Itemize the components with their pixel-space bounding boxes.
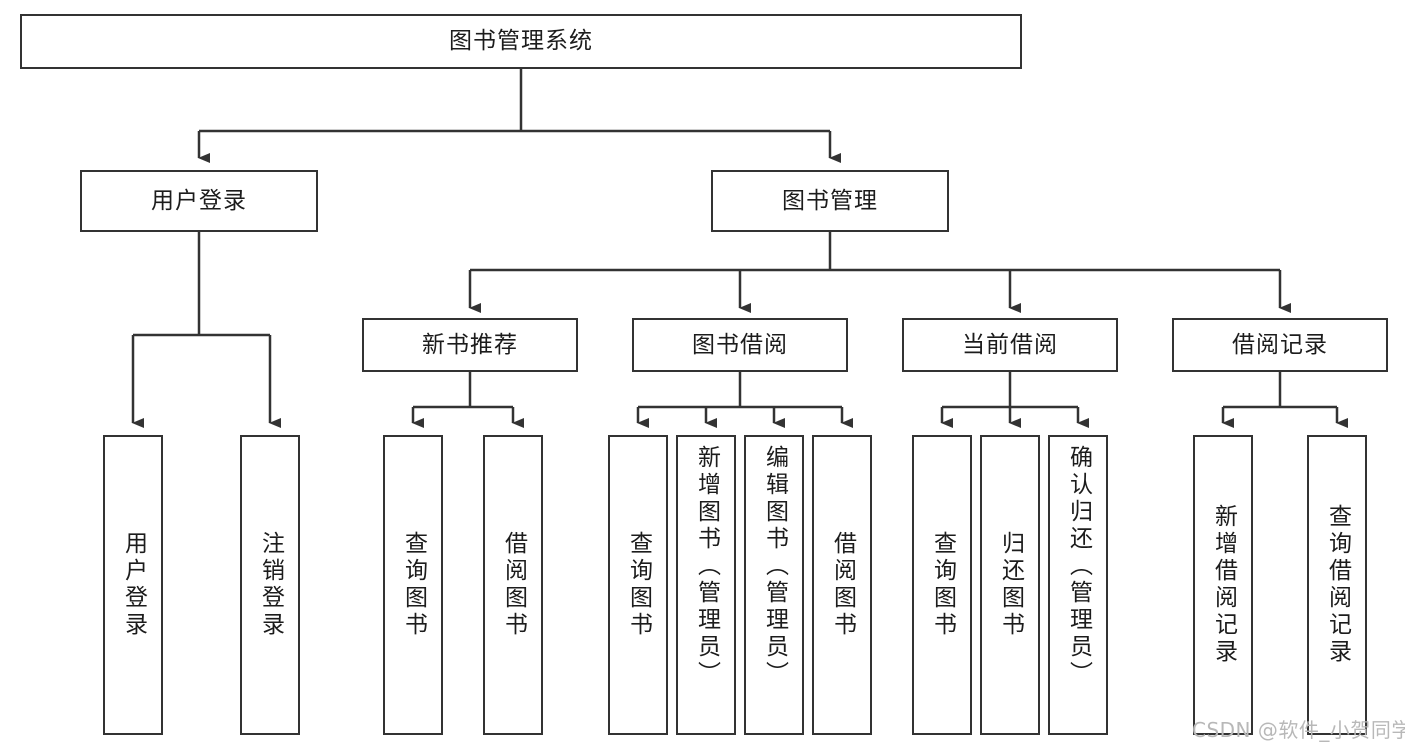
node-leaf-logout-label: 注销登录: [257, 531, 284, 639]
node-book-manage[interactable]: 图书管理: [711, 170, 949, 232]
node-leaf-borrow-book-rec-label: 借阅图书: [500, 531, 527, 639]
node-leaf-query-book-rec[interactable]: 查询图书: [383, 435, 443, 735]
node-leaf-query-borrow-record-label: 查询借阅记录: [1324, 504, 1351, 666]
node-leaf-confirm-return-label: 确认归还（管理员）: [1065, 445, 1092, 688]
node-leaf-query-book-current-label: 查询图书: [929, 531, 956, 639]
node-leaf-query-book-borrow[interactable]: 查询图书: [608, 435, 668, 735]
csdn-watermark: CSDN @软件_小贺同学: [1192, 718, 1405, 742]
node-leaf-edit-book[interactable]: 编辑图书（管理员）: [744, 435, 804, 735]
node-leaf-query-book-rec-label: 查询图书: [400, 531, 427, 639]
node-leaf-borrow-book-rec[interactable]: 借阅图书: [483, 435, 543, 735]
node-current-borrow-label: 当前借阅: [962, 331, 1058, 358]
node-leaf-add-borrow-record-label: 新增借阅记录: [1210, 504, 1237, 666]
node-book-manage-label: 图书管理: [782, 187, 878, 214]
node-leaf-return-book[interactable]: 归还图书: [980, 435, 1040, 735]
node-leaf-return-book-label: 归还图书: [997, 531, 1024, 639]
node-user-login[interactable]: 用户登录: [80, 170, 318, 232]
node-book-borrow[interactable]: 图书借阅: [632, 318, 848, 372]
node-book-borrow-label: 图书借阅: [692, 331, 788, 358]
node-leaf-query-book-borrow-label: 查询图书: [625, 531, 652, 639]
node-new-book-recommend[interactable]: 新书推荐: [362, 318, 578, 372]
node-leaf-borrow-book-label: 借阅图书: [829, 531, 856, 639]
node-leaf-logout[interactable]: 注销登录: [240, 435, 300, 735]
node-leaf-user-login[interactable]: 用户登录: [103, 435, 163, 735]
node-leaf-add-book-label: 新增图书（管理员）: [693, 445, 720, 688]
node-root-system[interactable]: 图书管理系统: [20, 14, 1022, 69]
node-user-login-label: 用户登录: [151, 187, 247, 214]
node-leaf-add-borrow-record[interactable]: 新增借阅记录: [1193, 435, 1253, 735]
node-leaf-borrow-book[interactable]: 借阅图书: [812, 435, 872, 735]
node-borrow-record-label: 借阅记录: [1232, 331, 1328, 358]
node-borrow-record[interactable]: 借阅记录: [1172, 318, 1388, 372]
node-root-label: 图书管理系统: [449, 28, 593, 55]
node-leaf-add-book[interactable]: 新增图书（管理员）: [676, 435, 736, 735]
node-new-book-recommend-label: 新书推荐: [422, 331, 518, 358]
node-leaf-query-book-current[interactable]: 查询图书: [912, 435, 972, 735]
node-current-borrow[interactable]: 当前借阅: [902, 318, 1118, 372]
node-leaf-edit-book-label: 编辑图书（管理员）: [761, 445, 788, 688]
node-leaf-user-login-label: 用户登录: [120, 531, 147, 639]
node-leaf-confirm-return[interactable]: 确认归还（管理员）: [1048, 435, 1108, 735]
node-leaf-query-borrow-record[interactable]: 查询借阅记录: [1307, 435, 1367, 735]
